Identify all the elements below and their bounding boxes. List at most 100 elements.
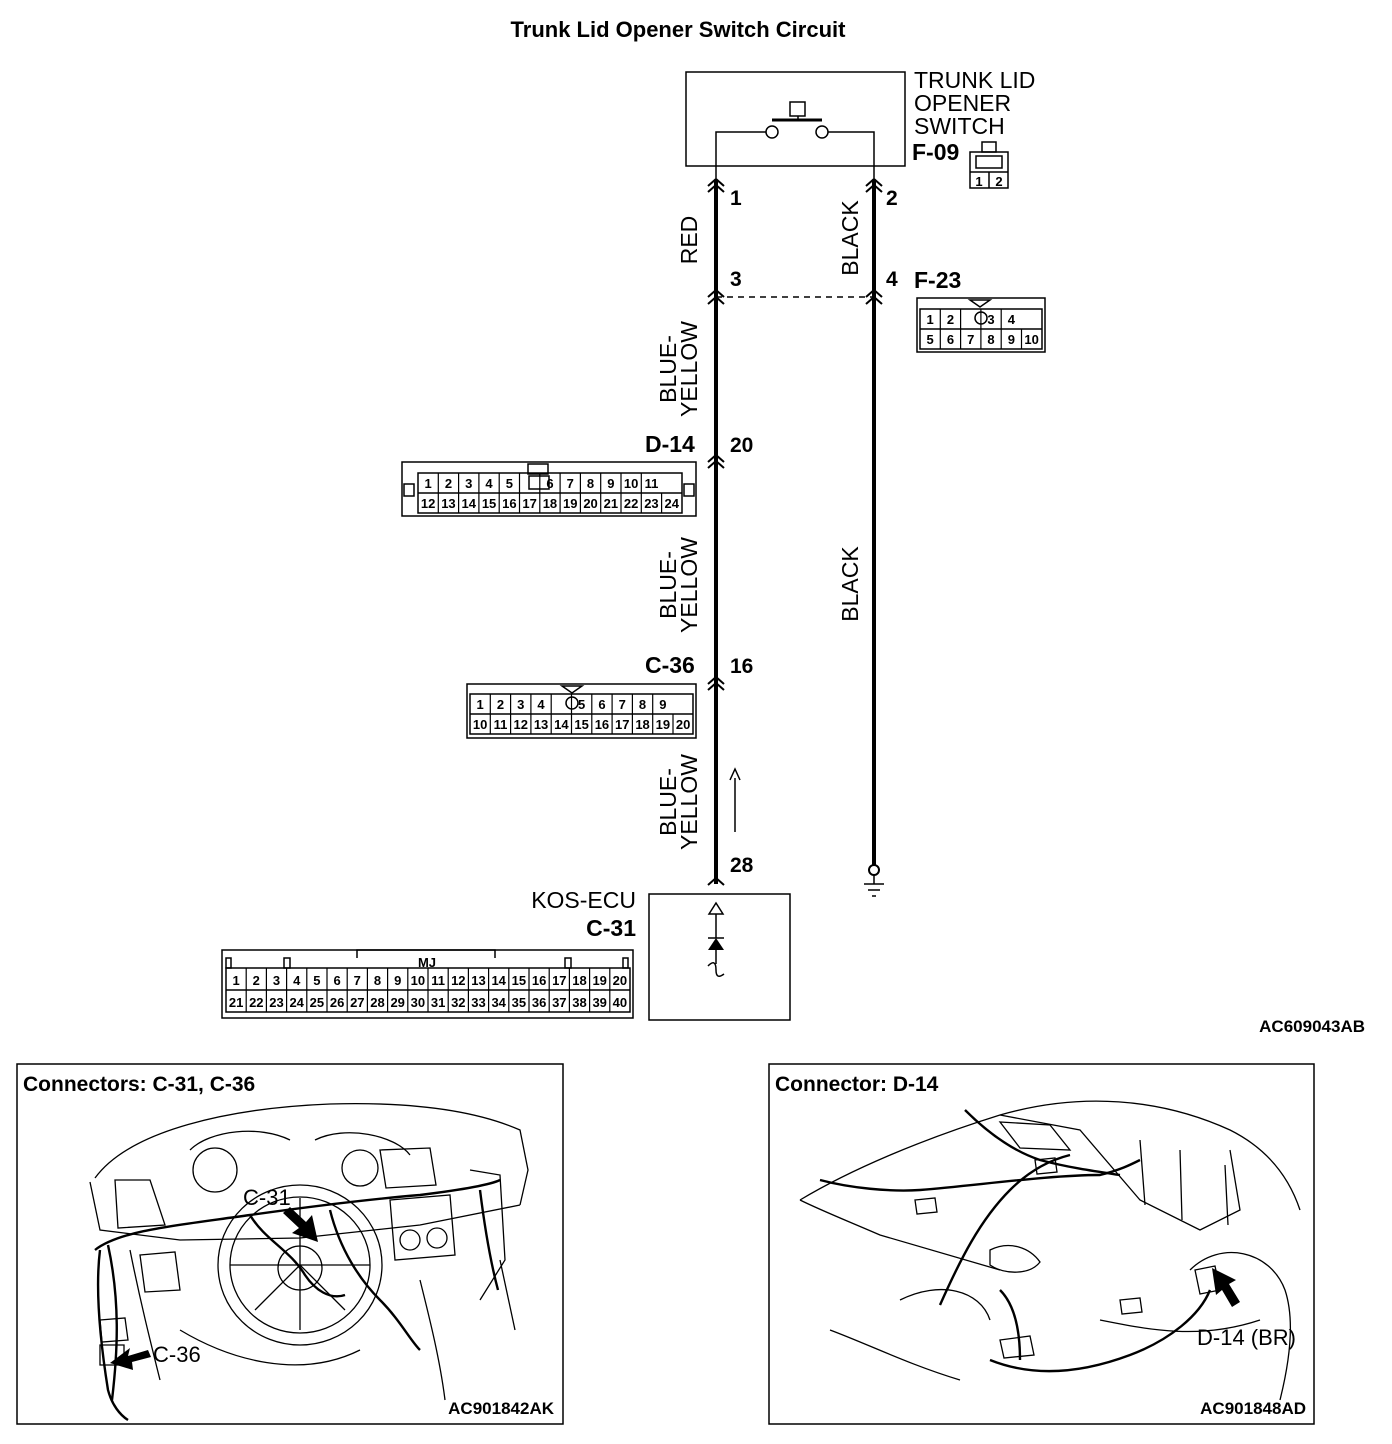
c31-connector-code: C-31 [586, 915, 636, 941]
d14-pin-cell: 21 [604, 496, 618, 511]
c31-pin-cell: 8 [374, 973, 381, 988]
d14-pin-cell: 24 [665, 496, 680, 511]
panel-code: AC901848AD [1200, 1399, 1306, 1418]
d14-pin-cell: 2 [445, 476, 452, 491]
figure-code: AC609043AB [1259, 1017, 1365, 1036]
c36-pin-cell: 17 [615, 717, 629, 732]
c31-pin-cell: 13 [471, 973, 485, 988]
f23-pin-cell: 9 [1008, 332, 1015, 347]
c36-pin-cell: 12 [514, 717, 528, 732]
c31-pin-cell: 7 [354, 973, 361, 988]
d14-pin-cell: 23 [644, 496, 658, 511]
panel-title: Connector: D-14 [775, 1073, 939, 1096]
c31-pin-cell: 9 [394, 973, 401, 988]
dashboard-illustration [89, 1103, 529, 1422]
d14-connector-code: D-14 [645, 431, 695, 457]
d14-pin-cell: 17 [522, 496, 536, 511]
c31-pin-cell: 27 [350, 995, 364, 1010]
wire-color-label: YELLOW [676, 537, 702, 633]
d14-pin-cell: 14 [462, 496, 477, 511]
f23-pin-cell: 6 [947, 332, 954, 347]
arrow-c31-icon [283, 1207, 318, 1242]
c36-pin-cell: 14 [554, 717, 569, 732]
d14-pin-cell: 11 [645, 476, 659, 491]
d14-pin-cell: 20 [583, 496, 597, 511]
c31-pin-cell: 23 [269, 995, 283, 1010]
diagram-title: Trunk Lid Opener Switch Circuit [511, 17, 847, 42]
current-direction-arrow-icon [729, 767, 741, 832]
d14-pin-cell: 5 [506, 476, 513, 491]
pin-number: 3 [730, 268, 742, 291]
f23-pin-cell: 4 [1008, 312, 1016, 327]
c36-pin-cell: 7 [619, 697, 626, 712]
switch-contact-icon [765, 125, 779, 139]
arrow-d14-icon [1212, 1268, 1240, 1307]
d14-pin-cell: 16 [502, 496, 516, 511]
switch-name-line: SWITCH [914, 113, 1005, 139]
c31-pin-cell: 12 [451, 973, 465, 988]
c31-pin-cell: 34 [491, 995, 506, 1010]
c31-pin-cell: 20 [613, 973, 627, 988]
c31-pin-cell: 33 [471, 995, 485, 1010]
panel-code: AC901842AK [448, 1399, 555, 1418]
c31-pin-cell: 35 [512, 995, 526, 1010]
d14-pin-cell: 9 [607, 476, 614, 491]
c36-pin-cell: 10 [473, 717, 487, 732]
switch-connector-code: F-09 [912, 139, 959, 165]
c31-pin-cell: 29 [390, 995, 404, 1010]
pin-number: 2 [886, 187, 898, 210]
c31-pin-cell: 28 [370, 995, 384, 1010]
c31-pin-cell: 5 [313, 973, 320, 988]
c31-pin-cell: 6 [333, 973, 340, 988]
c31-pin-cell: 38 [572, 995, 586, 1010]
f09-connector-face: 1 2 [969, 141, 1009, 189]
c31-pin-cell: 16 [532, 973, 546, 988]
c36-pin-cell: 16 [595, 717, 609, 732]
trunk-lid-opener-switch: TRUNK LID OPENER SWITCH F-09 1 2 [685, 67, 1035, 189]
c36-pin-cell: 13 [534, 717, 548, 732]
c36-pin-cell: 1 [477, 697, 484, 712]
c31-pin-cell: 14 [491, 973, 506, 988]
c31-pin-cell: 24 [289, 995, 304, 1010]
c36-connector-code: C-36 [645, 652, 695, 678]
c36-pin-cell: 3 [517, 697, 524, 712]
f09-pin: 1 [975, 174, 982, 189]
d14-pin-cell: 6 [546, 476, 553, 491]
d14-pin-cell: 15 [482, 496, 496, 511]
c31-pin-cell: 40 [613, 995, 627, 1010]
f23-pin-cell: 8 [987, 332, 994, 347]
c36-pin-cell: 6 [598, 697, 605, 712]
f23-pin-cell: 10 [1024, 332, 1038, 347]
c36-pin-cell: 4 [537, 697, 545, 712]
callout-c36: C-36 [153, 1342, 201, 1367]
d14-pin-cell: 12 [421, 496, 435, 511]
panel-title: Connectors: C-31, C-36 [23, 1073, 255, 1096]
c36-pin-cell: 15 [574, 717, 588, 732]
switch-box [685, 71, 906, 167]
d14-pin-cell: 18 [543, 496, 557, 511]
c31-pin-cell: 36 [532, 995, 546, 1010]
wire-color-label: BLACK [837, 546, 863, 622]
f23-pin-cell: 5 [927, 332, 934, 347]
kos-ecu-box [648, 893, 791, 1021]
wire-color-label: YELLOW [676, 321, 702, 417]
c31-pin-cell: 17 [552, 973, 566, 988]
c31-pin-cell: 25 [310, 995, 324, 1010]
c31-pin-cell: 37 [552, 995, 566, 1010]
d14-pin-cell: 7 [567, 476, 574, 491]
c36-pin-cell: 8 [639, 697, 646, 712]
callout-d14: D-14 (BR) [1197, 1325, 1296, 1350]
c31-pin-cell: 32 [451, 995, 465, 1010]
c31-tag: MJ [418, 955, 436, 970]
wire-color-label: RED [676, 216, 702, 265]
wire-color-label: BLUE- [655, 768, 681, 836]
wire-color-label: YELLOW [676, 754, 702, 850]
f09-pin: 2 [995, 174, 1002, 189]
d14-pin-cell: 8 [587, 476, 594, 491]
c31-pin-cell: 39 [592, 995, 606, 1010]
ground-symbol-icon [864, 864, 884, 897]
